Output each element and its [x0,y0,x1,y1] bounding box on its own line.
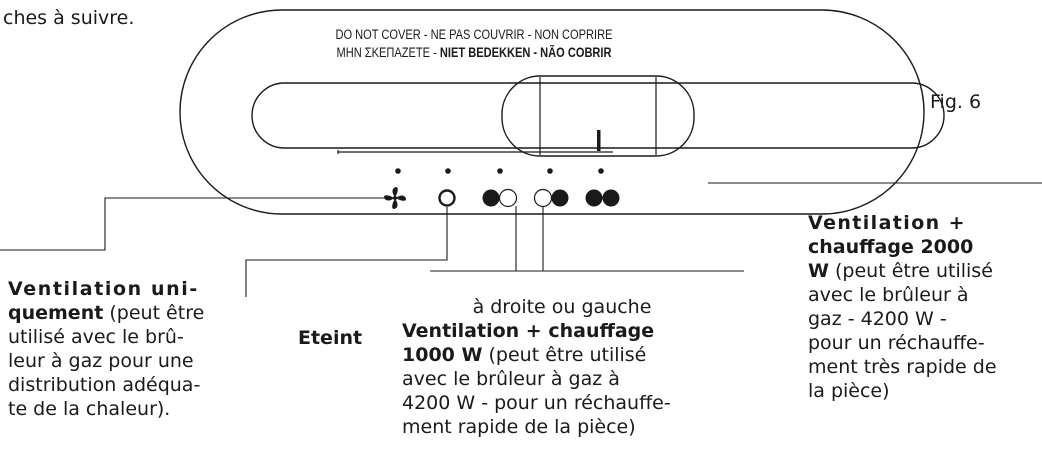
label-fan-only-text1: (peut être [109,302,205,324]
label-fan-only-title: Ventilation uni- [8,278,199,300]
label-heat-2000: Ventilation + chauffage 2000 W (peut êtr… [808,211,1040,403]
label-heat-2000-title-2: chauffage 2000 [808,236,974,258]
label-fan-only-line5: te de la chaleur). [8,398,171,420]
label-heat-2000-line4: avec le brûleur à [808,284,969,306]
label-fan-only-title-2: quement [8,302,104,324]
label-heat-1000-text2: (peut être utilisé [488,344,647,366]
slider-indicator [597,130,601,151]
warning-line-2-normal: MHN ΣKEΠAZETE - [336,45,437,60]
label-heat-1000-pre: à droite ou gauche [472,296,652,318]
fan-icon [384,187,406,209]
label-heat-1000-title-2: 1000 W [402,344,483,366]
position-dot-2 [445,168,451,174]
label-fan-only-line3: leur à gaz pour une [8,350,194,372]
one-dot-right-icon [533,188,569,208]
label-heat-2000-title: Ventilation + [808,212,966,234]
label-heat-1000-line2: 1000 W (peut être utilisé [402,343,742,367]
label-off: Eteint [298,327,363,349]
label-heat-1000-line5: ment rapide de la pièce) [402,416,636,438]
label-fan-only: Ventilation uni- quement (peut être util… [8,277,266,421]
position-dot-3 [497,168,503,174]
label-fan-only-line2: utilisé avec le brû- [8,326,184,348]
label-heat-2000-text3: (peut être utilisé [835,260,993,282]
label-heat-2000-line3: W (peut être utilisé [808,259,1040,283]
label-heat-2000-line8: la pièce) [808,380,890,402]
label-heat-2000-title-3: W [808,260,829,282]
label-heat-2000-line7: ment très rapide de [808,356,997,378]
leader-off [245,207,448,297]
label-heat-2000-line5: gaz - 4200 W - [808,308,947,330]
label-fan-only-line1: quement (peut être [8,301,266,325]
two-dots-icon [585,189,620,207]
label-fan-only-line4: distribution adéqua- [8,374,201,396]
panel-housing-outline [179,9,925,215]
warning-line-1: DO NOT COVER - NE PAS COUVRIR - NON COPR… [335,27,613,42]
off-circle-icon [438,189,456,207]
leader-fan-only [0,197,385,251]
warning-line-2: MHN ΣKEΠAZETE - NIET BEDEKKEN - NÃO COBR… [228,44,720,61]
position-dot-5 [598,168,604,174]
one-dot-left-icon [482,188,518,208]
label-heat-2000-line6: pour un réchauffe- [808,332,985,354]
label-heat-1000: à droite ou gauche Ventilation + chauffa… [402,295,742,439]
intro-text-fragment: ches à suivre. [3,7,135,29]
position-dot-4 [547,168,553,174]
label-heat-1000-title: Ventilation + chauffage [402,320,655,342]
label-heat-1000-line3: avec le brûleur à gaz à [402,368,620,390]
warning-line-2-bold: NIET BEDEKKEN - NÃO COBRIR [439,45,612,60]
position-dot-1 [395,168,401,174]
label-heat-1000-line4: 4200 W - pour un réchauffe- [402,392,671,414]
slider-knob [501,75,695,157]
figure-label: Fig. 6 [930,91,982,113]
